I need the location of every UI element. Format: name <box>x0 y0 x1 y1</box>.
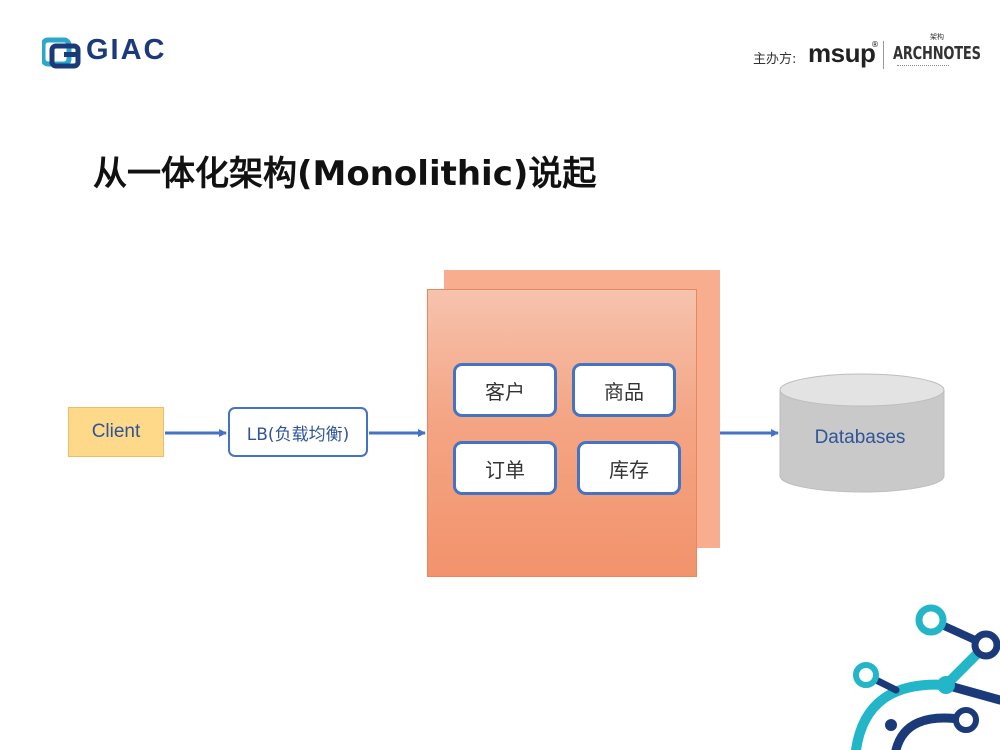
module-inventory: 库存 <box>577 441 681 495</box>
module-product: 商品 <box>572 363 676 417</box>
archnotes-underline <box>897 65 949 69</box>
msup-logo: msup <box>808 38 876 68</box>
database-label: Databases <box>814 427 906 448</box>
archnotes-cn-label: 架构 <box>930 33 944 41</box>
network-decoration-icon <box>851 604 1000 750</box>
database-cylinder-icon <box>779 373 945 493</box>
logo-text: GIAC <box>86 34 167 66</box>
module-customer: 客户 <box>453 363 557 417</box>
sponsor-divider <box>883 41 884 69</box>
module-order: 订单 <box>453 441 557 495</box>
app-panel-front <box>427 289 697 577</box>
msup-registered-mark: ® <box>871 40 879 49</box>
sponsor-label: 主办方: <box>753 52 797 67</box>
slide-title: 从一体化架构(Monolithic)说起 <box>93 154 597 194</box>
giac-logo-icon <box>42 37 81 69</box>
client-box: Client <box>68 407 164 457</box>
archnotes-logo: ARCHNOTES <box>893 44 981 65</box>
load-balancer-box: LB(负载均衡) <box>228 407 368 457</box>
